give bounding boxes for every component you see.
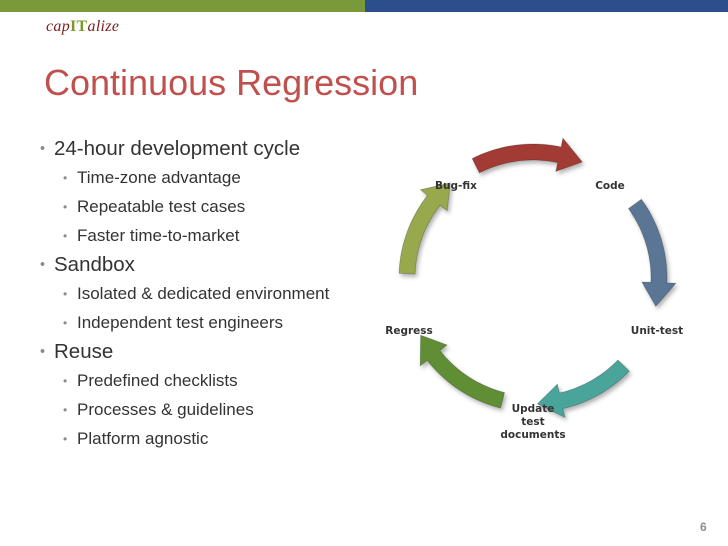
sub-bullet-item: • Platform agnostic (40, 424, 400, 453)
slide-title: Continuous Regression (44, 62, 419, 103)
bullet-dot: • (63, 403, 68, 418)
bullet-dot: • (63, 229, 68, 244)
bullet-list: • 24-hour development cycle • Time-zone ad… (40, 134, 400, 453)
sub-bullet-item: • Independent test engineers (40, 308, 400, 337)
bullet-dot: • (40, 257, 46, 274)
bullet-dot: • (63, 316, 68, 331)
sub-bullet-item: • Repeatable test cases (40, 192, 400, 221)
bullet-dot: • (63, 374, 68, 389)
bullet-dot: • (40, 141, 46, 158)
regress-cycle-arrow (419, 334, 505, 409)
sub-bullet-text: Platform agnostic (77, 429, 209, 448)
cycle-label-update-line3: documents (500, 429, 565, 441)
bullet-text: 24-hour development cycle (54, 137, 301, 160)
bullet-text: Sandbox (54, 253, 135, 276)
sub-bullet-item: • Faster time-to-market (40, 221, 400, 250)
sub-bullet-item: • Isolated & dedicated environment (40, 279, 400, 308)
update-cycle-arrow (536, 359, 630, 419)
cycle-label-update-line1: Update (512, 403, 555, 415)
header-bar-green (0, 0, 365, 12)
cycle-label-update-line2: test (521, 416, 544, 428)
bullet-dot: • (63, 432, 68, 447)
bullet-dot: • (40, 344, 46, 361)
sub-bullet-text: Independent test engineers (77, 313, 284, 332)
logo-part-it: IT (70, 18, 88, 35)
bullet-dot: • (63, 200, 68, 215)
logo: capITalize (46, 18, 119, 36)
bugfix-cycle-arrow (398, 182, 451, 275)
page-number: 6 (700, 520, 707, 534)
header-bar-blue (365, 0, 728, 12)
bullet-text: Reuse (54, 340, 114, 363)
cycle-label-unit-test: Unit-test (631, 325, 683, 337)
sub-bullet-text: Time-zone advantage (77, 168, 241, 187)
sub-bullet-text: Faster time-to-market (77, 226, 240, 245)
sub-bullet-item: • Time-zone advantage (40, 163, 400, 192)
sub-bullet-item: • Processes & guidelines (40, 395, 400, 424)
sub-bullet-text: Processes & guidelines (77, 400, 254, 419)
bullet-item: • Reuse (40, 337, 400, 366)
logo-part: alize (87, 18, 120, 35)
sub-bullet-text: Predefined checklists (77, 371, 238, 390)
header-bar (0, 0, 728, 12)
bullet-item: • Sandbox (40, 250, 400, 279)
bullet-dot: • (63, 287, 68, 302)
sub-bullet-text: Isolated & dedicated environment (77, 284, 330, 303)
sub-bullet-item: • Predefined checklists (40, 366, 400, 395)
bullet-dot: • (63, 171, 68, 186)
logo-part: cap (46, 18, 71, 35)
cycle-label-code: Code (595, 180, 625, 192)
cycle-label-bugfix: Bug-fix (435, 180, 477, 192)
cycle-label-regress: Regress (385, 325, 433, 337)
unit-test-cycle-arrow (627, 198, 677, 307)
sub-bullet-text: Repeatable test cases (77, 197, 246, 216)
code-cycle-arrow (471, 137, 583, 174)
bullet-item: • 24-hour development cycle (40, 134, 400, 163)
